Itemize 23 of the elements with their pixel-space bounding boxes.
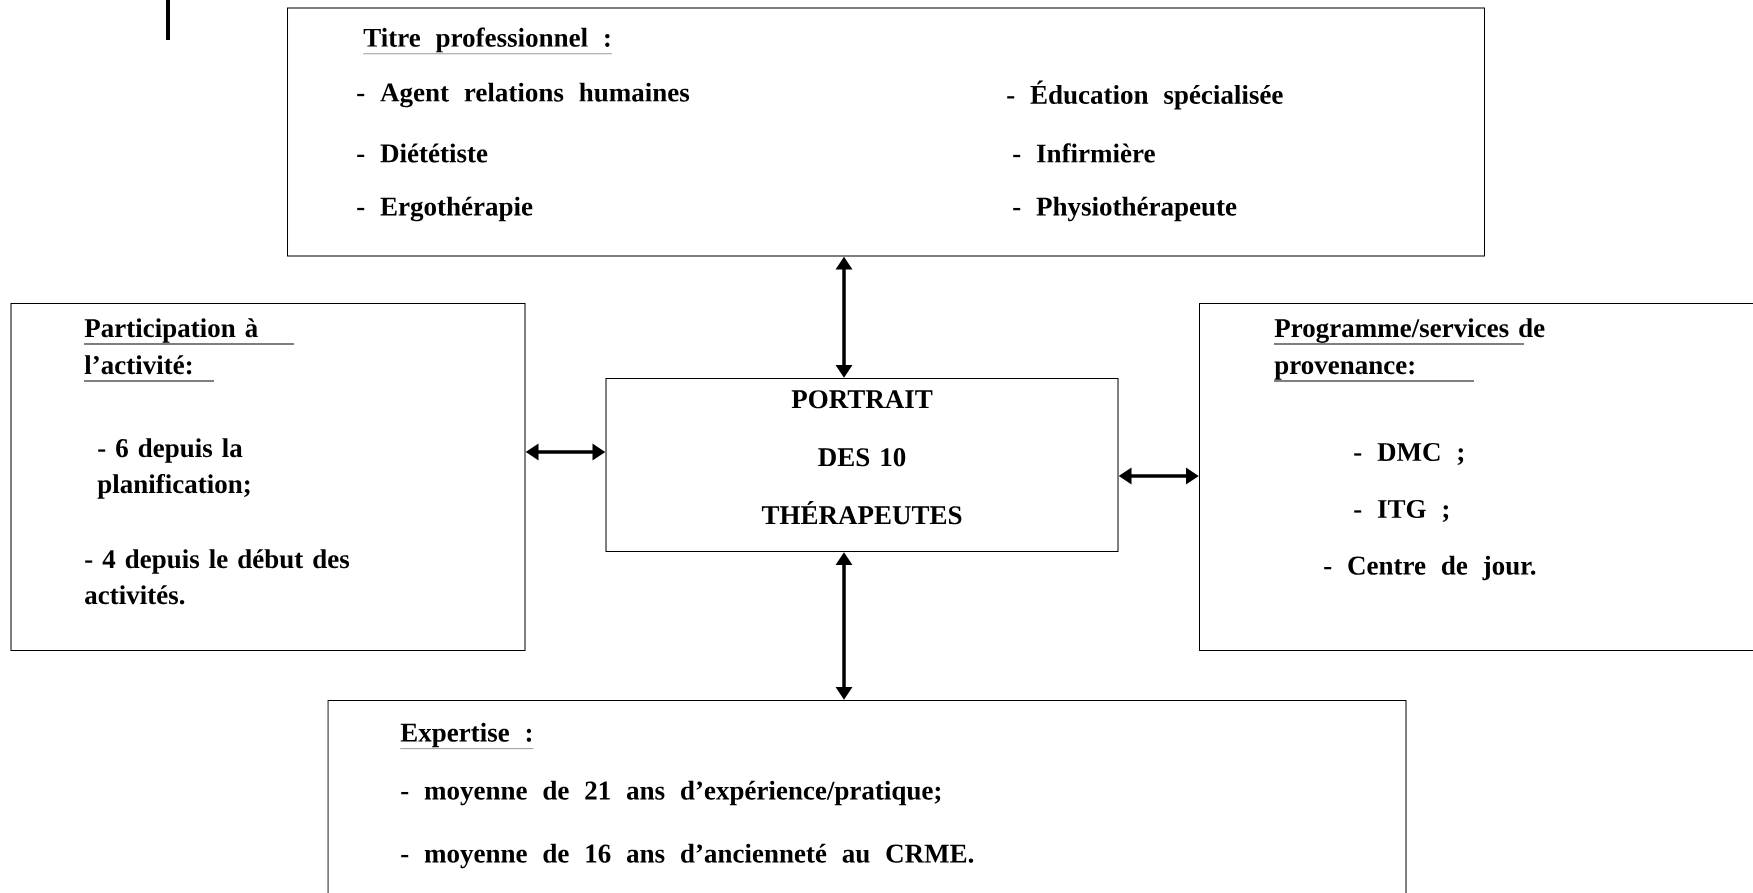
text-box: [287, 7, 1485, 257]
heading: Titre professionnel :: [363, 27, 613, 54]
list-item: - Ergothérapie: [357, 196, 533, 222]
heading: Expertise :: [400, 722, 534, 749]
text-box: [327, 700, 1407, 893]
text-box: [605, 378, 1119, 552]
list-item: - Infirmière: [1013, 143, 1155, 163]
title: PORTRAIT DES 10 THÉRAPEUTES: [761, 390, 962, 525]
heading: Participation à l’activité:: [83, 318, 295, 382]
list-item: - DMC ;: [1354, 442, 1464, 465]
list-item: - Physiothérapeute: [1013, 196, 1237, 222]
text-box: [10, 303, 526, 651]
heading: Programme/services de provenance:: [1273, 318, 1545, 382]
list-item: - moyenne de 16 ans d’ancienneté au CRME.: [401, 843, 974, 869]
list-item: - Diététiste: [357, 143, 488, 163]
list-item: - Centre de jour.: [1324, 555, 1536, 581]
list-item: - 4 depuis le début des activités.: [85, 549, 350, 605]
list-item: - Agent relations humaines: [357, 82, 690, 108]
list-item: - 6 depuis la planification;: [97, 438, 250, 499]
list-item: - moyenne de 21 ans d’expérience/pratique;: [401, 780, 941, 806]
list-item: - Éducation spécialisée: [1007, 80, 1283, 110]
list-item: - ITG ;: [1354, 499, 1449, 522]
text-box: [1199, 303, 1753, 651]
